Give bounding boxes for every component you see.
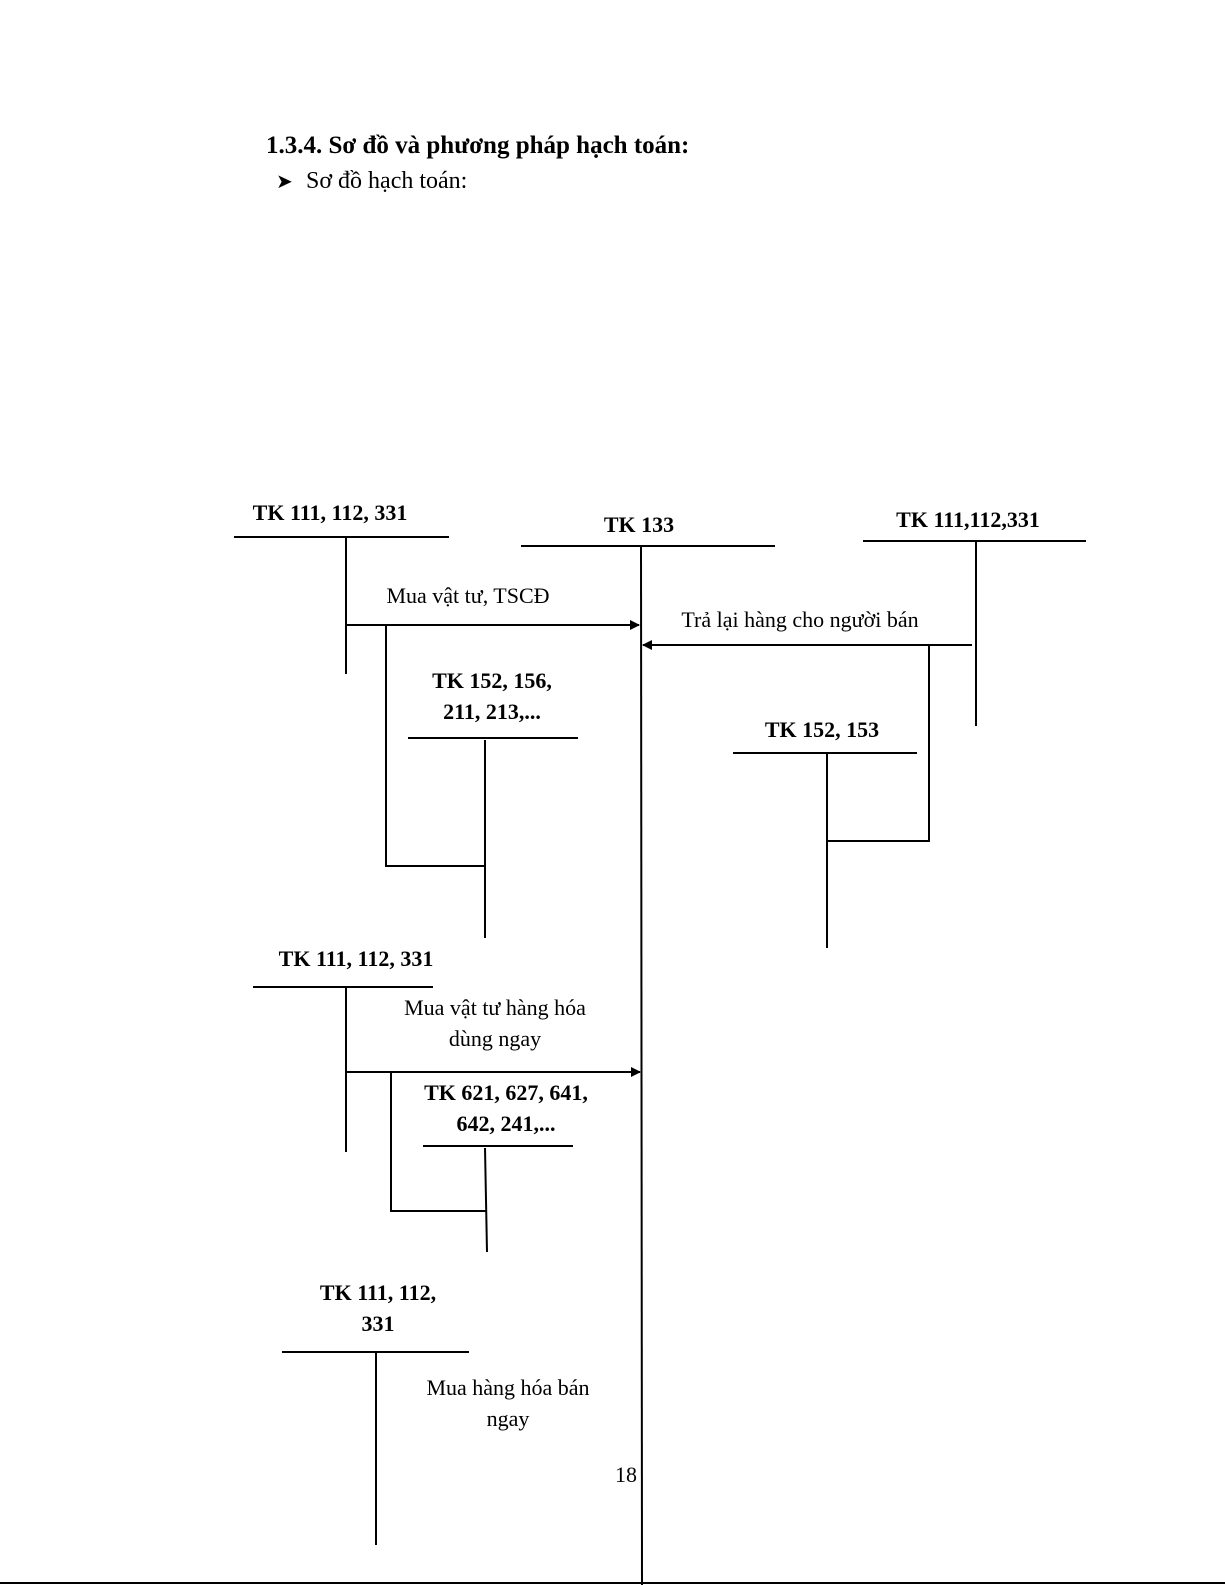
flow-label-buy-immediate-use: Mua vật tư hàng hóa dùng ngay — [404, 995, 586, 1051]
label-line: TK 111,112,331 — [896, 507, 1040, 532]
label-line: 331 — [362, 1311, 395, 1336]
connector-to-materials — [386, 625, 485, 866]
account-label-materials-assets: TK 152, 156, 211, 213,... — [432, 668, 552, 724]
label-line: 211, 213,... — [443, 699, 541, 724]
flow-label-return-seller: Trả lại hàng cho người bán — [681, 607, 918, 632]
label-line: Trả lại hàng cho người bán — [681, 607, 918, 632]
account-label-tk133: TK 133 — [604, 512, 674, 537]
label-line: TK 111, 112, 331 — [279, 946, 434, 971]
label-line: TK 152, 156, — [432, 668, 552, 693]
connector-from-152-153 — [827, 645, 929, 841]
label-line: Mua hàng hóa bán — [426, 1375, 589, 1400]
flow-label-buy-sell-immediately: Mua hàng hóa bán ngay — [426, 1375, 589, 1431]
label-line: TK 152, 153 — [765, 717, 879, 742]
label-line: Mua vật tư hàng hóa — [404, 995, 586, 1020]
account-label-expenses: TK 621, 627, 641, 642, 241,... — [424, 1080, 588, 1136]
page-number: 18 — [615, 1462, 637, 1487]
account-label-cash-middle: TK 111, 112, 331 — [279, 946, 434, 971]
flow-label-buy-materials: Mua vật tư, TSCĐ — [386, 583, 549, 608]
account-label-cash-top-left: TK 111, 112, 331 — [253, 500, 408, 525]
account-label-cash-bottom: TK 111, 112, 331 — [320, 1280, 436, 1336]
label-line: TK 111, 112, 331 — [253, 500, 408, 525]
label-line: Mua vật tư, TSCĐ — [386, 583, 549, 608]
label-line: 642, 241,... — [457, 1111, 556, 1136]
label-line: TK 621, 627, 641, — [424, 1080, 588, 1105]
label-line: TK 133 — [604, 512, 674, 537]
label-line: ngay — [487, 1406, 530, 1431]
t-account-stem-tk133 — [641, 546, 642, 1585]
label-line: TK 111, 112, — [320, 1280, 436, 1305]
label-line: dùng ngay — [449, 1026, 541, 1051]
account-label-152-153: TK 152, 153 — [765, 717, 879, 742]
t-account-stem-expenses — [485, 1148, 487, 1252]
account-label-cash-top-right: TK 111,112,331 — [896, 507, 1040, 532]
